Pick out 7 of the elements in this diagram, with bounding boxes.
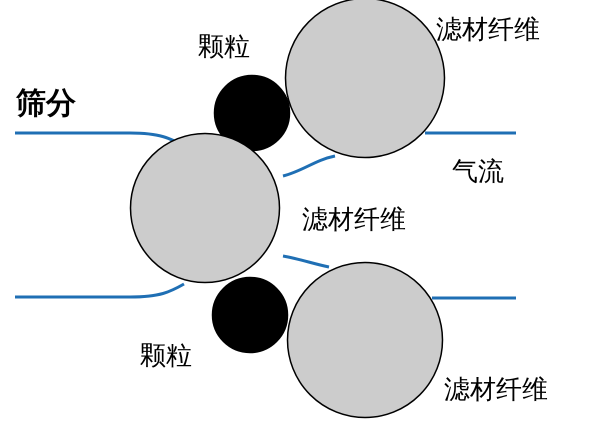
part-label: 颗粒 [140, 340, 192, 372]
part-label: 滤材纤维 [444, 374, 548, 406]
title: 筛分 [16, 88, 76, 120]
airflow-label: 气流 [452, 156, 504, 188]
part-label: 滤材纤维 [436, 14, 540, 46]
part-label: 滤材纤维 [302, 204, 406, 236]
part-label: 颗粒 [198, 31, 250, 63]
